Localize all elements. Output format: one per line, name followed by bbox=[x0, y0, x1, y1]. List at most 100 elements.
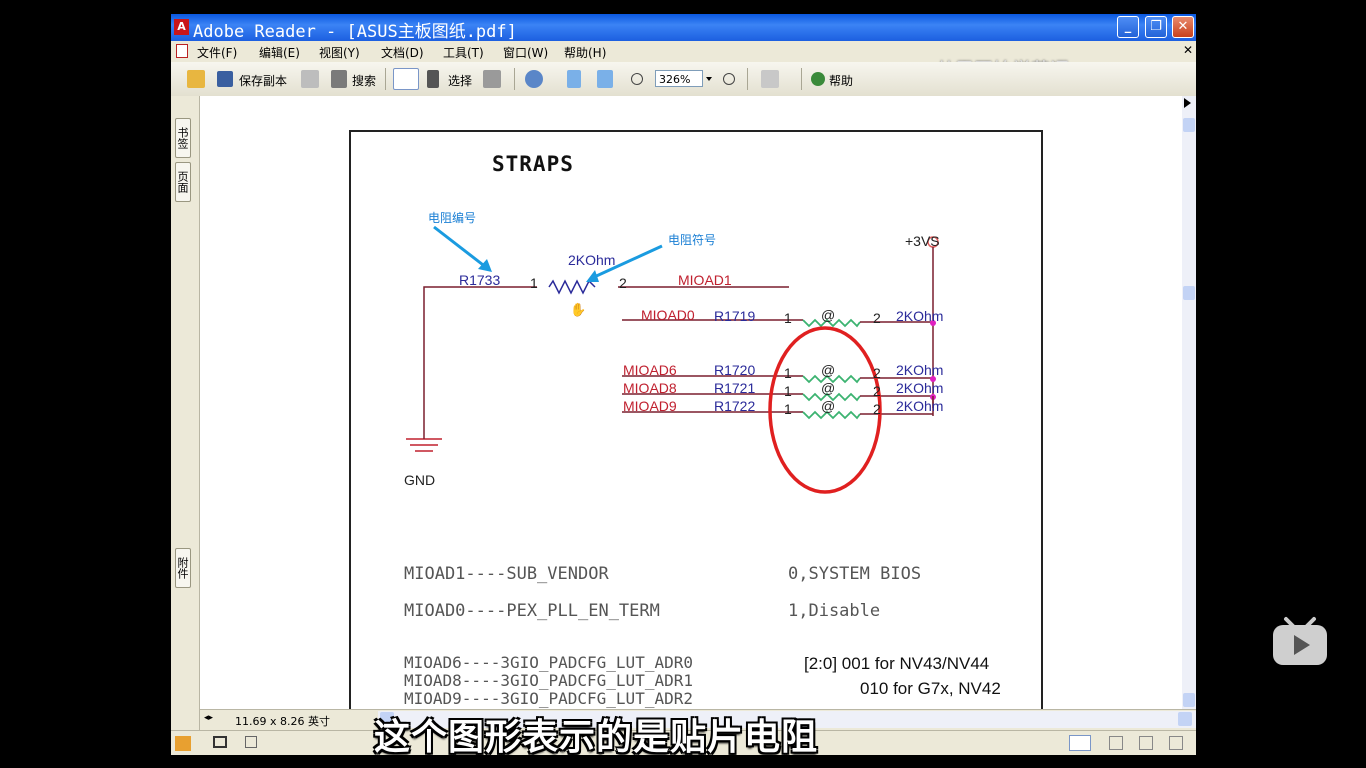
adobe-reader-icon: A bbox=[174, 19, 189, 35]
scroll-left-icon[interactable] bbox=[380, 712, 394, 726]
page-size-label: 11.69 x 8.26 英寸 bbox=[235, 715, 330, 728]
r1721-marker: @ bbox=[821, 380, 836, 396]
status-bar: ◂▸ 11.69 x 8.26 英寸 bbox=[200, 709, 1196, 730]
power-label: +3VS bbox=[905, 233, 940, 249]
fit-width-icon[interactable] bbox=[597, 70, 613, 88]
menu-file[interactable]: 文件(F) bbox=[197, 46, 238, 60]
annotation-arrow-ref bbox=[433, 225, 488, 270]
navigation-panel: 书签 页面 附件 bbox=[171, 96, 200, 730]
tasks-icon[interactable] bbox=[175, 736, 191, 751]
r1719-pin1: 1 bbox=[784, 310, 792, 326]
r1721-ref: R1721 bbox=[714, 380, 756, 396]
note-line-1-right: 0,SYSTEM BIOS bbox=[788, 564, 922, 584]
menu-edit[interactable]: 编辑(E) bbox=[259, 46, 300, 60]
tab-bookmarks[interactable]: 书签 bbox=[175, 118, 191, 158]
r1733-pin1: 1 bbox=[530, 275, 538, 291]
zoom-in-tool-icon[interactable] bbox=[525, 70, 543, 88]
rotate-view-icon[interactable] bbox=[761, 70, 779, 88]
tab-attachments[interactable]: 附件 bbox=[175, 548, 191, 588]
annotation-arrowhead-ref bbox=[478, 259, 492, 272]
r1733-symbol bbox=[548, 279, 596, 295]
r1720-pin1: 1 bbox=[784, 365, 792, 381]
print-icon[interactable] bbox=[301, 70, 319, 88]
menu-help[interactable]: 帮助(H) bbox=[564, 46, 607, 60]
restore-button[interactable]: ❐ bbox=[1145, 16, 1167, 38]
help-button[interactable]: 帮助 bbox=[829, 74, 854, 88]
vertical-scrollbar[interactable] bbox=[1182, 96, 1196, 709]
select-tool-button[interactable]: 选择 bbox=[448, 74, 473, 88]
pane-arrow-icon[interactable] bbox=[1184, 98, 1191, 108]
continuous-layout-icon[interactable] bbox=[1109, 736, 1123, 750]
open-folder-icon[interactable] bbox=[187, 70, 205, 88]
continuous-facing-layout-icon[interactable] bbox=[1169, 736, 1183, 750]
scroll-up-icon[interactable] bbox=[1183, 118, 1195, 132]
save-copy-button[interactable]: 保存副本 bbox=[239, 74, 288, 88]
tab-pages[interactable]: 页面 bbox=[175, 162, 191, 202]
r1720-smd-symbol bbox=[802, 374, 861, 384]
r1721-smd-symbol bbox=[802, 392, 861, 402]
r1721-pin2: 2 bbox=[873, 383, 881, 399]
note-line-2-right: 1,Disable bbox=[788, 601, 881, 621]
r1720-pin2: 2 bbox=[873, 365, 881, 381]
menu-tools[interactable]: 工具(T) bbox=[443, 46, 484, 60]
r1722-smd-symbol bbox=[802, 410, 861, 420]
close-button[interactable]: ✕ bbox=[1172, 16, 1194, 38]
scroll-thumb[interactable] bbox=[1183, 286, 1195, 300]
single-page-layout-icon[interactable] bbox=[1069, 735, 1091, 751]
gnd-wire bbox=[423, 286, 537, 392]
menu-view[interactable]: 视图(Y) bbox=[319, 46, 360, 60]
annotation-resistor-symbol: 电阻符号 bbox=[668, 233, 717, 247]
zoom-dropdown-icon[interactable] bbox=[706, 77, 712, 81]
note-line-4-right: 010 for G7x, NV42 bbox=[860, 679, 1001, 698]
zoom-in-icon[interactable] bbox=[723, 73, 735, 85]
r1722-marker: @ bbox=[821, 398, 836, 414]
zoom-level-input[interactable]: 326% bbox=[655, 70, 703, 87]
r1720-marker: @ bbox=[821, 362, 836, 378]
page-icon[interactable] bbox=[245, 736, 257, 748]
schematic-title: STRAPS bbox=[492, 152, 574, 176]
menu-window[interactable]: 窗口(W) bbox=[503, 46, 549, 60]
r1719-smd-symbol bbox=[802, 318, 861, 328]
pdf-page bbox=[349, 130, 1043, 709]
r1733-pin2: 2 bbox=[619, 275, 627, 291]
r1719-ref: R1719 bbox=[714, 308, 756, 324]
schematic-drawing bbox=[406, 225, 939, 494]
pdf-document-icon bbox=[176, 44, 188, 58]
actual-size-icon[interactable] bbox=[567, 70, 581, 88]
r1719-pin2: 2 bbox=[873, 310, 881, 326]
window-title: Adobe Reader - [ASUS主板图纸.pdf] bbox=[193, 22, 517, 42]
title-bar: A Adobe Reader - [ASUS主板图纸.pdf] _ ❐ ✕ bbox=[171, 14, 1196, 42]
screen-icon[interactable] bbox=[213, 736, 227, 748]
scroll-down-icon[interactable] bbox=[1183, 693, 1195, 707]
snapshot-icon[interactable] bbox=[483, 70, 501, 88]
junction-dot bbox=[930, 320, 936, 326]
minimize-button[interactable]: _ bbox=[1117, 16, 1139, 38]
search-button[interactable]: 搜索 bbox=[352, 74, 377, 88]
hand-tool-icon[interactable] bbox=[393, 68, 419, 90]
help-icon[interactable] bbox=[811, 72, 825, 86]
net-mioad9: MIOAD9 bbox=[623, 398, 677, 414]
horizontal-scrollbar[interactable] bbox=[378, 711, 1196, 728]
save-disk-icon[interactable] bbox=[217, 71, 233, 87]
r1721-value: 2KOhm bbox=[896, 380, 944, 396]
r1719-marker: @ bbox=[821, 307, 836, 323]
facing-layout-icon[interactable] bbox=[1139, 736, 1153, 750]
bottom-toolbar bbox=[171, 730, 1196, 755]
select-cursor-icon[interactable] bbox=[427, 70, 439, 88]
highlight-ellipse bbox=[768, 326, 882, 494]
r1721-pin1: 1 bbox=[784, 383, 792, 399]
binoculars-icon[interactable] bbox=[331, 70, 347, 88]
document-view[interactable]: STRAPS +3VS GND 电阻编号 电阻符号 2KOhm R1733 1 … bbox=[200, 96, 1182, 709]
scroll-right-icon[interactable] bbox=[1178, 712, 1192, 726]
zoom-out-icon[interactable] bbox=[631, 73, 643, 85]
menu-document[interactable]: 文档(D) bbox=[381, 46, 424, 60]
close-document-button[interactable]: ✕ bbox=[1183, 43, 1194, 57]
hand-cursor-icon: ✋ bbox=[570, 302, 587, 317]
note-line-1-left: MIOAD1----SUB_VENDOR bbox=[404, 564, 609, 584]
toolbar: 保存副本 搜索 选择 326% 帮助 bbox=[171, 62, 1196, 97]
net-mioad0: MIOAD0 bbox=[641, 307, 695, 323]
video-subtitle: 这个图形表示的是贴片电阻 bbox=[374, 717, 819, 758]
r1722-pin1: 1 bbox=[784, 401, 792, 417]
expand-icon[interactable]: ◂▸ bbox=[204, 713, 214, 723]
r1719-value: 2KOhm bbox=[896, 308, 944, 324]
